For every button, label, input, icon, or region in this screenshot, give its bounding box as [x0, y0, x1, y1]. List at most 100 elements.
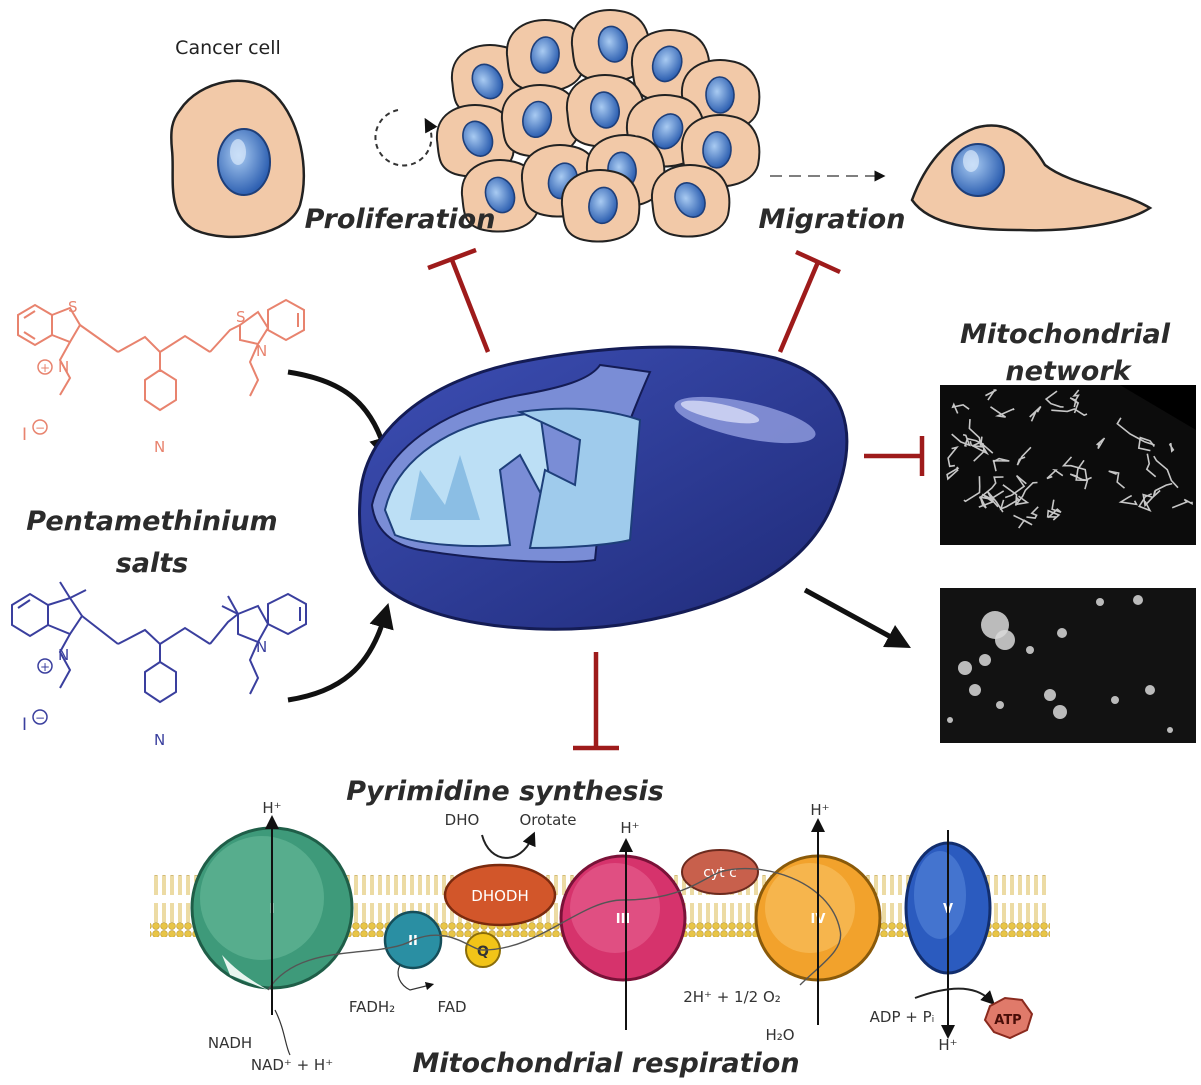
cluster-cell: [500, 84, 581, 158]
mito-fragment: [1133, 595, 1143, 605]
mito-fragment: [1111, 696, 1119, 704]
salt2-n-right: N: [256, 638, 267, 656]
salt1-n-pyridine: N: [154, 438, 165, 456]
proliferating-cell-cluster: [435, 9, 761, 243]
proton-pump-arrows: [265, 815, 955, 1039]
mito-fiber: [990, 406, 1015, 418]
mito-fiber: [1116, 417, 1155, 446]
mito-fragment: [1167, 727, 1173, 733]
mito-fiber: [1152, 482, 1173, 497]
mito-fiber: [1013, 514, 1033, 529]
mito-fiber: [979, 496, 996, 509]
h-plus-I: H⁺: [262, 799, 281, 817]
mito-fiber: [1061, 456, 1088, 481]
atp-label: ATP: [994, 1013, 1021, 1028]
mito-fiber: [985, 389, 997, 401]
mito-fiber: [1137, 436, 1155, 452]
salt2-to-mito-arrow: [287, 602, 394, 703]
mito-fragment: [1057, 628, 1067, 638]
nad-label: NAD⁺ + H⁺: [251, 1056, 333, 1074]
atp-synthesis-arrow: [914, 987, 995, 1005]
mito-fiber: [1138, 493, 1153, 513]
mito-fiber: [1002, 484, 1030, 506]
salt1-s-left: S: [68, 298, 78, 316]
mito-network-micrograph: [940, 385, 1196, 545]
mito-fragment: [958, 661, 972, 675]
orotate-label: Orotate: [519, 811, 576, 829]
pentamethinium-salt-indolium: [11, 581, 307, 704]
nadh-arrow: [274, 1009, 291, 1056]
cluster-cell: [565, 74, 646, 148]
salt1-plus: +: [40, 361, 50, 375]
mito-fiber: [1168, 442, 1175, 453]
cycle-arrow: [374, 109, 438, 167]
complex-II-label: II: [408, 934, 418, 949]
mito-fiber: [1108, 470, 1126, 489]
fadh2-arrow: [397, 964, 435, 991]
cluster-cell: [650, 164, 731, 238]
mito-fiber: [1096, 437, 1106, 450]
complex-III-label: III: [616, 912, 631, 927]
mito-fiber: [1016, 446, 1032, 466]
pentamethinium-label-line1: Pentamethinium: [26, 506, 277, 537]
mito-fragment: [979, 654, 991, 666]
mito-fragment: [1053, 705, 1067, 719]
mito-fiber: [1075, 459, 1089, 490]
mito-fiber: [1145, 453, 1157, 478]
mito-fragment: [1096, 598, 1104, 606]
salt1-s-right: S: [236, 308, 246, 326]
mito-fiber: [978, 476, 1004, 499]
atp-molecule: ATP: [983, 996, 1034, 1040]
mito-fragment: [995, 630, 1015, 650]
mito-fiber: [972, 441, 985, 462]
dho-label: DHO: [445, 811, 480, 829]
fragmentation-arrow: [803, 587, 911, 649]
salt1-n-left: N: [58, 358, 69, 376]
salt2-n-left: N: [58, 646, 69, 664]
h-plus-III: H⁺: [620, 819, 639, 837]
mito-fiber: [963, 476, 981, 503]
fad-label: FAD: [437, 998, 466, 1016]
nadh-label: NADH: [208, 1034, 252, 1052]
inhibition-markers: [427, 247, 925, 751]
migrating-cell: [910, 124, 1153, 232]
mito-fiber: [1029, 405, 1042, 422]
cluster-cell: [460, 159, 541, 233]
salt2-plus: +: [40, 660, 50, 674]
h-plus-V: H⁺: [938, 1036, 957, 1054]
cytc-label: cyt c: [703, 865, 737, 881]
salt1-minus: −: [35, 421, 45, 435]
inhibit-migration: [777, 249, 841, 353]
mitochondrial-respiration-label: Mitochondrial respiration: [412, 1048, 799, 1079]
migration-label: Migration: [759, 204, 906, 235]
mito-fiber: [1014, 481, 1038, 506]
pentamethinium-salt-thiazole: [17, 298, 305, 412]
fadh2-label: FADH₂: [349, 998, 395, 1016]
q-label: Q: [477, 944, 489, 960]
mito-fragment: [969, 684, 981, 696]
salt2-iodide: I: [22, 715, 27, 735]
salt1-iodide: I: [22, 425, 27, 445]
salt1-to-mito-arrow: [287, 369, 394, 462]
salt2-minus: −: [35, 711, 45, 725]
dho-orotate-arrow: [481, 831, 536, 859]
dhodh-label: DHODH: [471, 887, 528, 905]
mito-fiber: [951, 433, 971, 447]
mito-fiber: [1004, 474, 1027, 499]
h2o-label: H₂O: [765, 1026, 794, 1044]
cluster-cell: [505, 19, 586, 93]
fragmented-mito-micrograph: [940, 588, 1196, 743]
o2-label: 2H⁺ + 1/2 O₂: [683, 988, 781, 1006]
pentamethinium-label-line2: salts: [116, 548, 189, 579]
mito-fiber: [963, 437, 985, 447]
mito-fragment: [1145, 685, 1155, 695]
adp-label: ADP + Pᵢ: [870, 1008, 935, 1026]
inhibit-proliferation: [427, 247, 491, 353]
pyrimidine-synthesis-label: Pyrimidine synthesis: [346, 776, 664, 807]
mito-fiber: [1046, 509, 1061, 521]
complex-III: III: [559, 854, 687, 982]
mito-fiber: [1072, 389, 1080, 408]
mito-fragment: [996, 701, 1004, 709]
salt2-n-pyridine: N: [154, 731, 165, 749]
